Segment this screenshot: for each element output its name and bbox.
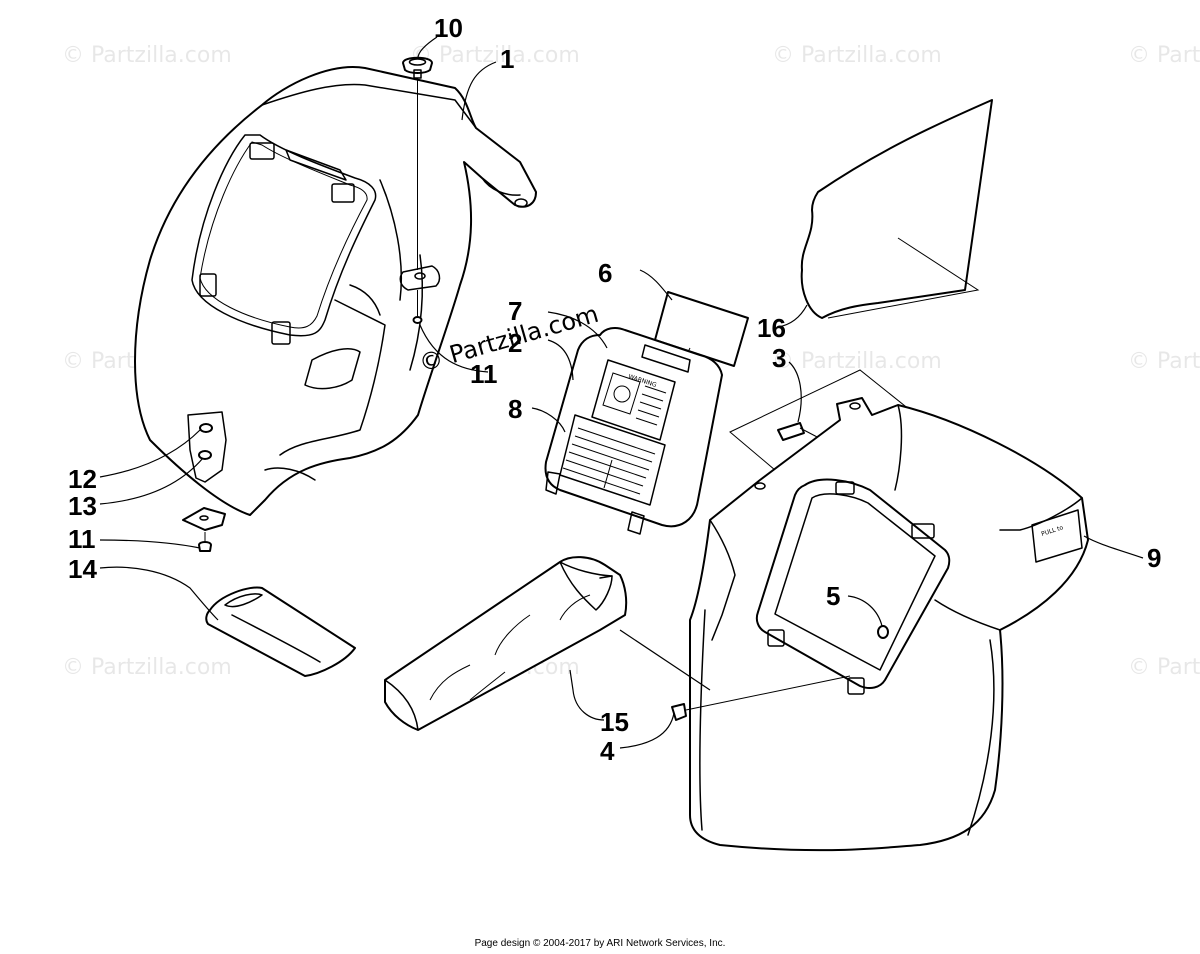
watermark: © Partzilla.com xyxy=(1128,349,1200,374)
seat-pad-14 xyxy=(205,586,356,677)
screw-10 xyxy=(402,56,433,270)
watermark: © Partzilla.com xyxy=(772,349,942,374)
storage-bag-15 xyxy=(384,556,628,731)
callout-2: 2 xyxy=(508,328,522,358)
callout-5: 5 xyxy=(826,581,840,611)
callout-4: 4 xyxy=(600,736,615,766)
callout-9: 9 xyxy=(1147,543,1161,573)
footer-copyright: Page design © 2004-2017 by ARI Network S… xyxy=(474,938,726,949)
watermark: © Partzilla.com xyxy=(1128,655,1200,680)
left-storage-housing xyxy=(134,66,537,516)
callout-15: 15 xyxy=(600,707,629,737)
callout-14: 14 xyxy=(68,554,97,584)
leader-lines xyxy=(99,36,1144,749)
storage-lid: WARNING xyxy=(544,326,723,535)
watermark: © Partzilla.com xyxy=(62,655,232,680)
callout-6: 6 xyxy=(598,258,612,288)
callout-13: 13 xyxy=(68,491,97,521)
nut-11-upper xyxy=(412,290,423,324)
callout-8: 8 xyxy=(508,394,522,424)
pad-stack xyxy=(182,423,226,552)
callout-11: 11 xyxy=(470,359,498,389)
watermark: © Partzilla.com xyxy=(410,43,580,68)
callout-12: 12 xyxy=(68,464,97,494)
callout-labels: 10 1 6 7 2 11 8 16 3 12 13 11 14 9 5 15 … xyxy=(68,13,1161,766)
right-storage-housing: PULL to xyxy=(689,397,1089,852)
watermark: © Partzilla.com xyxy=(1128,43,1200,68)
callout-16: 16 xyxy=(757,313,786,343)
callout-10: 10 xyxy=(434,13,463,43)
watermark: © Partzilla.com xyxy=(62,43,232,68)
callout-1: 1 xyxy=(500,44,514,74)
watermark: © Partzilla.com xyxy=(772,43,942,68)
callout-7: 7 xyxy=(508,296,522,326)
callout-11-lower: 11 xyxy=(68,524,96,554)
callout-3: 3 xyxy=(772,343,786,373)
clip-4 xyxy=(671,675,851,721)
decal-sheet-16 xyxy=(800,99,993,319)
